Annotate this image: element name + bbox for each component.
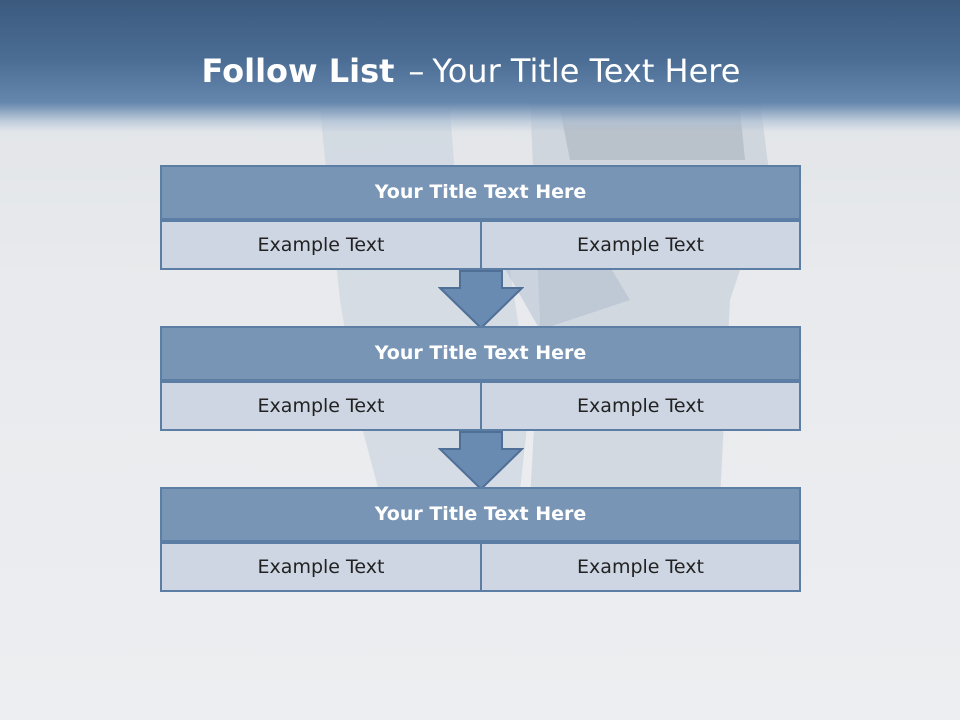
title-rest-part: Your Title Text Here <box>432 52 741 90</box>
header-band <box>0 0 960 132</box>
block-cell-right[interactable]: Example Text <box>480 220 801 270</box>
block-cell-left[interactable]: Example Text <box>160 220 482 270</box>
down-arrow-icon <box>438 270 524 330</box>
block-title[interactable]: Your Title Text Here <box>160 326 801 381</box>
block-title[interactable]: Your Title Text Here <box>160 165 801 220</box>
block-cell-left[interactable]: Example Text <box>160 542 482 592</box>
block-cell-right[interactable]: Example Text <box>480 381 801 431</box>
block-cell-right[interactable]: Example Text <box>480 542 801 592</box>
block-title[interactable]: Your Title Text Here <box>160 487 801 542</box>
slide-title: Follow List–Your Title Text Here <box>0 52 942 90</box>
title-bold-part: Follow List <box>201 52 395 90</box>
title-separator: – <box>408 52 425 90</box>
background-photo <box>320 100 770 500</box>
down-arrow-icon <box>438 431 524 491</box>
block-cell-left[interactable]: Example Text <box>160 381 482 431</box>
